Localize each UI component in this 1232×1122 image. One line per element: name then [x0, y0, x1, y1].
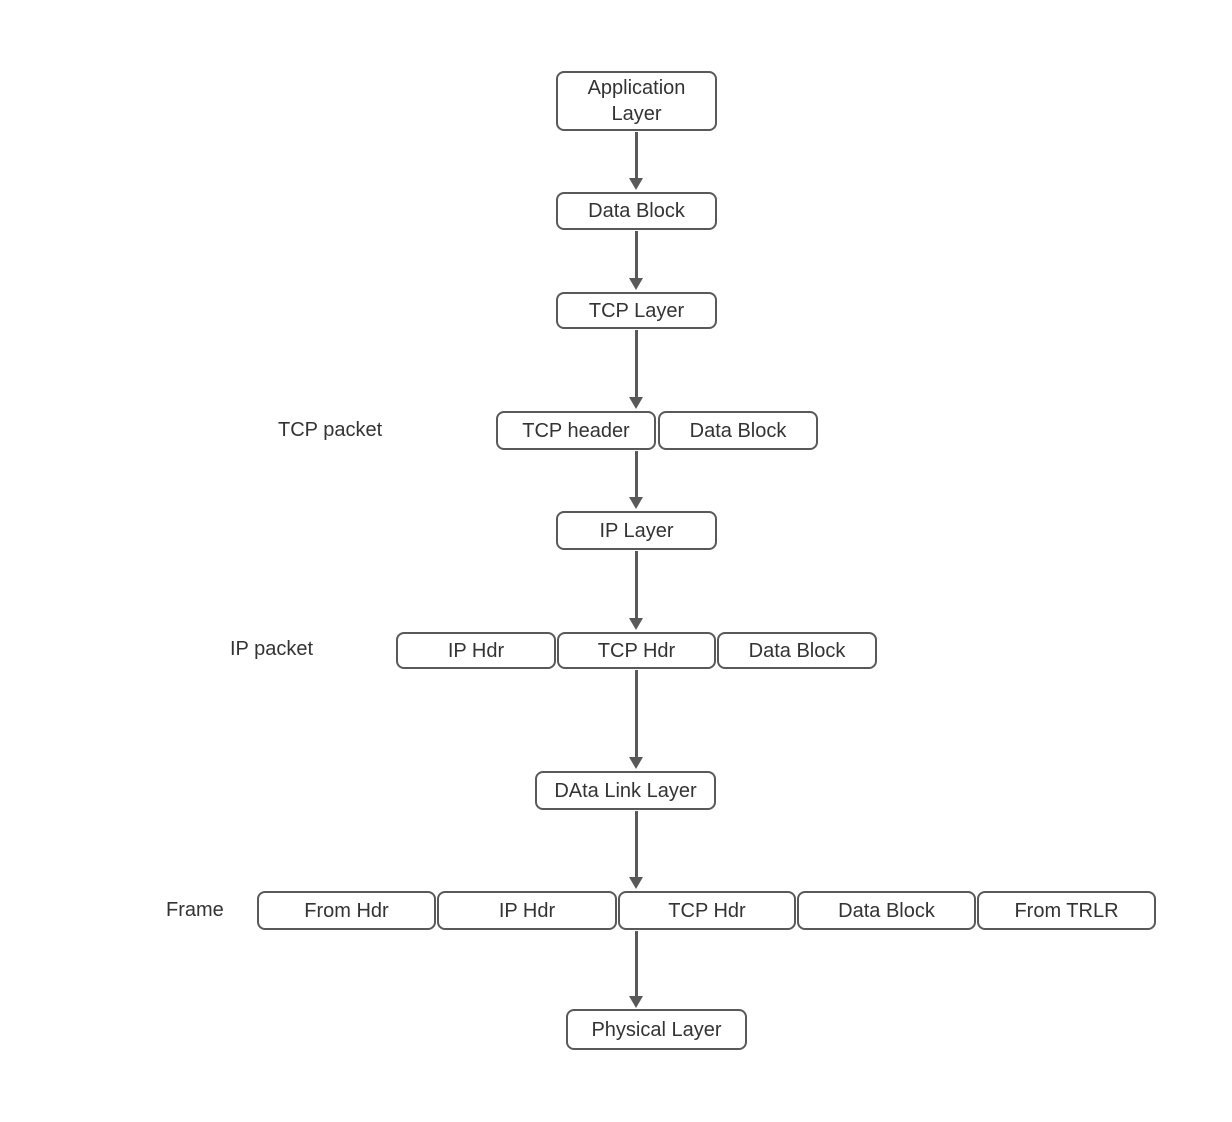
frame-cell-data-block: Data Block	[797, 891, 976, 930]
tcp-packet-cell-tcp-header: TCP header	[496, 411, 656, 450]
tcp-packet-label: TCP packet	[278, 419, 383, 441]
frame-label: Frame	[166, 899, 224, 921]
arrow-down-icon	[629, 931, 644, 1008]
ip-packet-cell-data-block: Data Block	[717, 632, 877, 669]
tcp-layer-box: TCP Layer	[556, 292, 717, 329]
ip-packet-cell-tcp-hdr: TCP Hdr	[557, 632, 716, 669]
frame-cell-from-trlr: From TRLR	[977, 891, 1156, 930]
data-block-box: Data Block	[556, 192, 717, 230]
arrow-down-icon	[629, 451, 644, 509]
application-layer-box: Application Layer	[556, 71, 717, 131]
physical-layer-box: Physical Layer	[566, 1009, 747, 1050]
ip-packet-cell-ip-hdr: IP Hdr	[396, 632, 556, 669]
data-link-layer-box: DAta Link Layer	[535, 771, 716, 810]
arrow-down-icon	[629, 330, 644, 409]
frame-cell-tcp-hdr: TCP Hdr	[618, 891, 796, 930]
arrow-down-icon	[629, 132, 644, 190]
arrow-down-icon	[629, 670, 644, 769]
frame-cell-from-hdr: From Hdr	[257, 891, 436, 930]
arrow-down-icon	[629, 551, 644, 630]
frame-cell-ip-hdr: IP Hdr	[437, 891, 617, 930]
ip-layer-box: IP Layer	[556, 511, 717, 550]
arrow-down-icon	[629, 811, 644, 889]
ip-packet-label: IP packet	[230, 638, 314, 660]
arrow-down-icon	[629, 231, 644, 290]
tcp-packet-cell-data-block: Data Block	[658, 411, 818, 450]
